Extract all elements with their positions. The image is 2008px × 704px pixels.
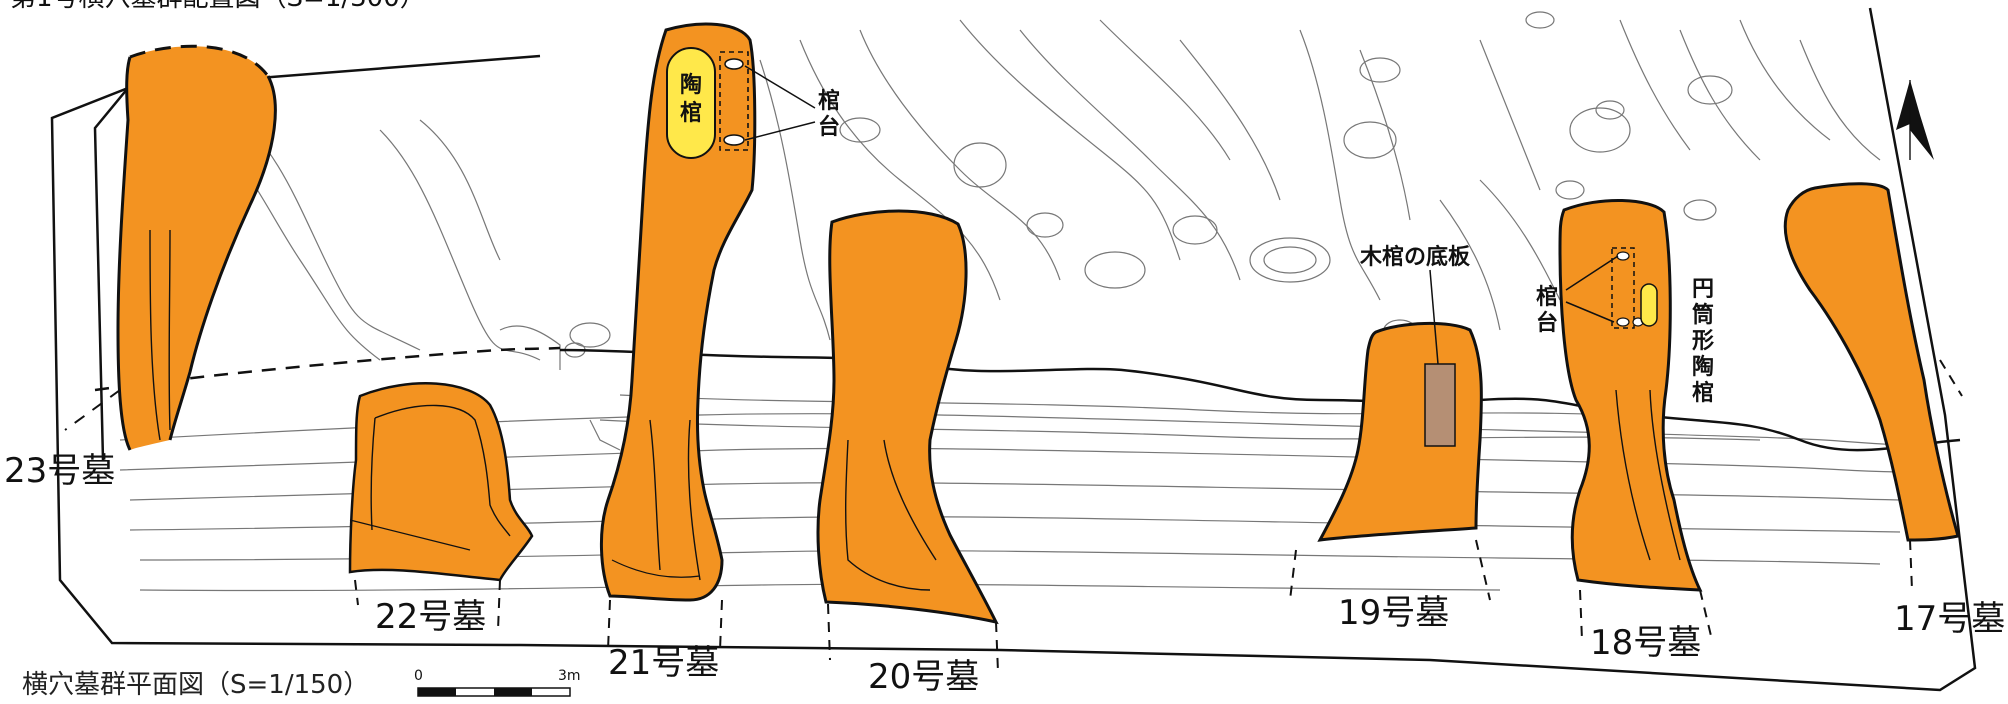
kandai-21-char-1: 棺 [818, 88, 840, 114]
tomb-21-label: 21号墓 [608, 643, 719, 683]
mokkan-label: 木棺の底板 [1359, 244, 1471, 270]
entou-char-2: 筒 [1692, 302, 1714, 328]
tomb-22-label: 22号墓 [375, 597, 486, 637]
entou-char-5: 棺 [1692, 380, 1714, 406]
tomb-18: 棺 台 円 筒 形 陶 棺 18号墓 [1536, 198, 1714, 663]
tougan-21-char-2: 棺 [680, 100, 702, 126]
tougan-21-char-1: 陶 [680, 72, 702, 98]
tomb-20: 20号墓 [816, 209, 999, 697]
entou-char-4: 陶 [1692, 354, 1714, 380]
entou-char-1: 円 [1692, 277, 1714, 302]
header-fragment: 第1号横穴墓群配置図（S=1/300） [10, 0, 426, 13]
entou-char-3: 形 [1692, 329, 1714, 354]
tomb-17: 17号墓 [1783, 182, 2005, 639]
tomb-18-label: 18号墓 [1590, 623, 1701, 663]
tomb-23-label: 23号墓 [4, 451, 115, 491]
tomb-23: 23号墓 [4, 44, 277, 491]
scale-bar: 0 3m [414, 668, 581, 697]
north-arrow-icon [1896, 80, 1934, 160]
tomb-20-label: 20号墓 [868, 657, 979, 697]
tomb-17-label: 17号墓 [1894, 599, 2005, 639]
kandai-21-char-2: 台 [818, 114, 840, 140]
scale-bar-zero: 0 [414, 668, 423, 684]
tomb-21: 陶 棺 棺 台 21号墓 [600, 22, 840, 683]
kandai-18-char-1: 棺 [1536, 284, 1558, 310]
kandai-18-char-2: 台 [1536, 310, 1558, 336]
scale-bar-end: 3m [558, 668, 581, 684]
tomb-19: 木棺の底板 19号墓 [1289, 244, 1491, 633]
figure-caption: 横穴墓群平面図（S=1/150） [22, 670, 369, 700]
tomb-19-label: 19号墓 [1338, 593, 1449, 633]
tomb-22: 22号墓 [348, 382, 534, 637]
